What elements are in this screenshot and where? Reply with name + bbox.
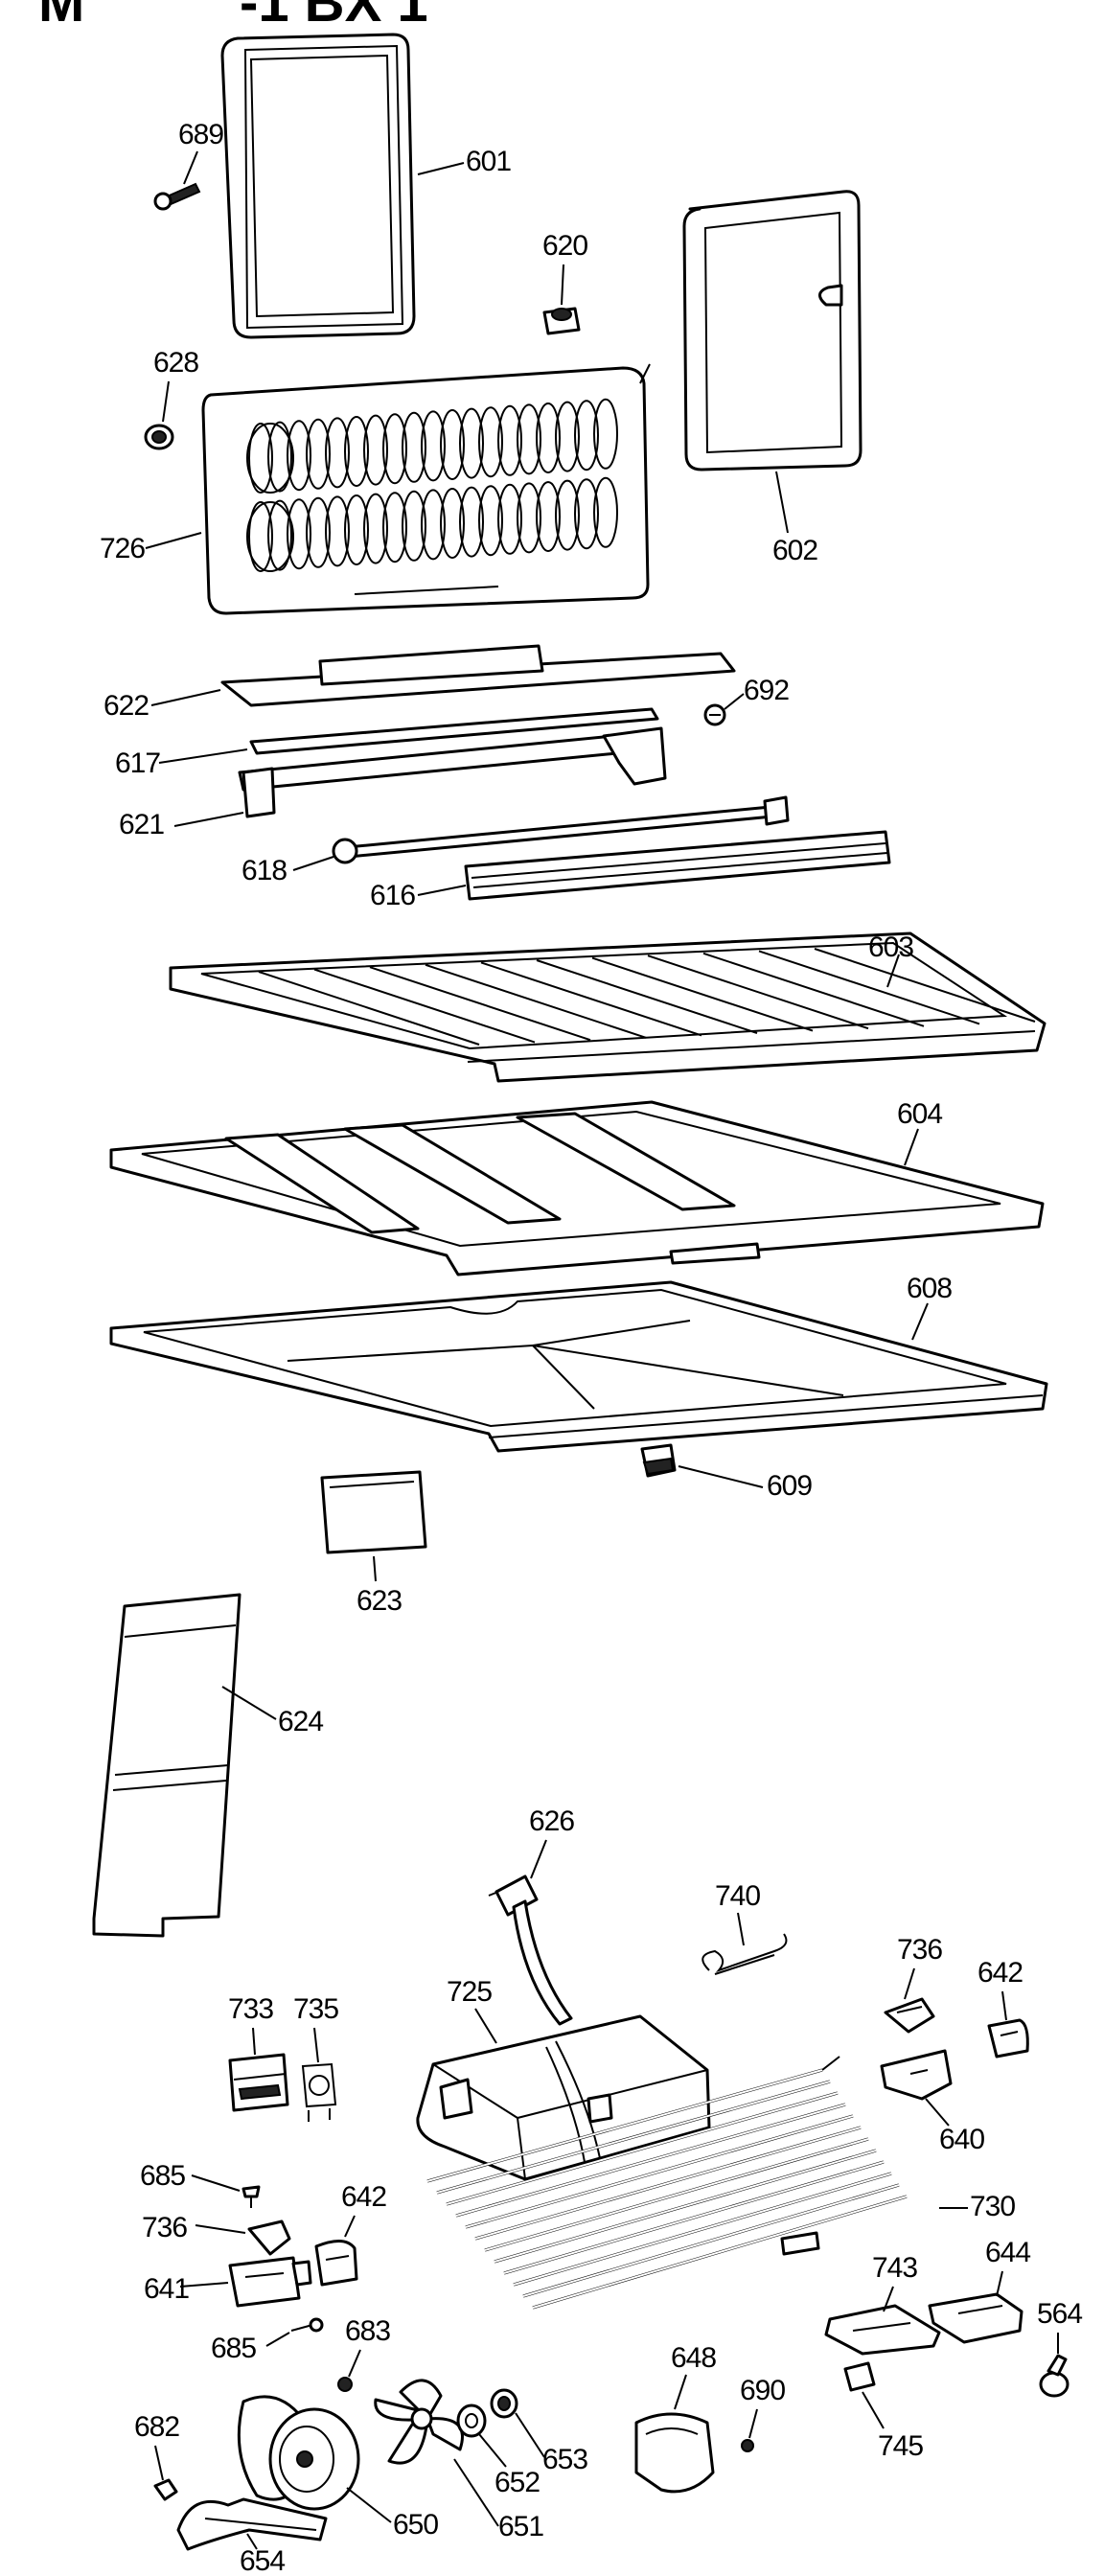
- part-644-bracket: [928, 2292, 1024, 2344]
- label-623: 623: [356, 1585, 402, 1617]
- label-654: 654: [240, 2545, 285, 2576]
- part-745-clip: [843, 2361, 876, 2392]
- part-622-tray: [220, 644, 736, 707]
- label-743: 743: [872, 2252, 917, 2284]
- label-618: 618: [242, 855, 287, 886]
- part-609-clip: [640, 1443, 677, 1478]
- label-620: 620: [542, 230, 587, 262]
- part-564-screw: [1039, 2354, 1070, 2398]
- label-601: 601: [466, 146, 511, 177]
- label-642b: 642: [341, 2181, 386, 2213]
- label-624: 624: [278, 1706, 323, 1737]
- part-725-compressor: [416, 2014, 711, 2181]
- part-603-shelf: [169, 932, 1046, 1083]
- part-736-bracket-lower: [247, 2220, 291, 2256]
- label-735: 735: [293, 1993, 338, 2025]
- part-654-shroud: [176, 2497, 328, 2551]
- label-740: 740: [715, 1880, 760, 1912]
- part-604-shelf: [109, 1100, 1045, 1276]
- part-682-nut: [153, 2478, 178, 2501]
- part-602-door-panel: [682, 190, 862, 472]
- label-690: 690: [740, 2375, 785, 2406]
- label-683: 683: [345, 2315, 390, 2347]
- label-616: 616: [370, 880, 415, 911]
- label-650: 650: [393, 2509, 438, 2541]
- part-618-rod: [332, 795, 790, 864]
- label-641: 641: [144, 2273, 189, 2305]
- label-648: 648: [671, 2342, 716, 2374]
- label-733: 733: [228, 1993, 273, 2025]
- part-624-panel: [92, 1593, 242, 1938]
- label-628: 628: [153, 347, 198, 379]
- part-685-screw-upper: [242, 2185, 261, 2208]
- part-616-channel: [464, 830, 891, 901]
- label-644: 644: [985, 2237, 1030, 2268]
- label-651: 651: [498, 2511, 543, 2542]
- label-653: 653: [542, 2444, 587, 2475]
- label-617: 617: [115, 748, 160, 779]
- part-652-washer: [456, 2404, 487, 2438]
- part-617-rail: [249, 707, 659, 755]
- label-685a: 685: [140, 2160, 185, 2192]
- part-641-bracket: [228, 2256, 312, 2308]
- part-743-bracket: [824, 2304, 941, 2356]
- label-730: 730: [970, 2191, 1015, 2222]
- part-640-bracket: [880, 2049, 953, 2101]
- part-621-bracket-rail: [238, 726, 667, 818]
- label-603: 603: [868, 932, 913, 963]
- part-683-screw: [337, 2377, 353, 2392]
- part-608-pan: [109, 1280, 1048, 1453]
- part-736-bracket-upper: [884, 1997, 935, 2034]
- part-730-condenser: [426, 2056, 908, 2310]
- label-642a: 642: [978, 1957, 1023, 1989]
- header-model-right: -1 BX 1: [240, 0, 428, 34]
- part-626-probe: [488, 1874, 573, 2026]
- part-650-fan-motor: [237, 2395, 360, 2511]
- part-726-evaporator: [201, 363, 651, 615]
- label-692: 692: [744, 675, 789, 706]
- label-736a: 736: [897, 1934, 942, 1966]
- part-628-plug: [144, 424, 174, 450]
- part-690-screw: [741, 2439, 754, 2452]
- part-623-cover: [320, 1470, 427, 1554]
- part-735-overload: [301, 2062, 337, 2122]
- label-626: 626: [529, 1806, 574, 1837]
- label-609: 609: [767, 1470, 812, 1502]
- label-689: 689: [178, 119, 223, 150]
- label-725: 725: [447, 1976, 492, 2008]
- label-602: 602: [772, 535, 817, 566]
- label-621: 621: [119, 809, 164, 840]
- part-740-spring: [702, 1933, 788, 1975]
- part-601-door-pan: [220, 33, 416, 339]
- header-model-left: M: [38, 0, 84, 34]
- part-685-screw-lower: [290, 2317, 324, 2333]
- part-689-screw: [153, 182, 201, 211]
- label-682: 682: [134, 2411, 179, 2443]
- label-745: 745: [878, 2430, 923, 2462]
- label-652: 652: [494, 2467, 540, 2498]
- label-604: 604: [897, 1098, 942, 1130]
- label-564: 564: [1037, 2298, 1082, 2330]
- part-651-fan-blade: [374, 2379, 464, 2465]
- label-608: 608: [907, 1273, 952, 1304]
- part-648-cover: [634, 2412, 715, 2494]
- part-642-cover-upper: [987, 2018, 1029, 2058]
- part-642-cover-lower: [314, 2240, 358, 2287]
- label-726: 726: [100, 533, 145, 564]
- part-653-nut: [490, 2388, 518, 2419]
- label-640: 640: [939, 2124, 984, 2155]
- label-685b: 685: [211, 2333, 256, 2364]
- label-736b: 736: [142, 2212, 187, 2243]
- label-622: 622: [104, 690, 149, 722]
- part-692-screw: [703, 703, 726, 726]
- part-733-relay: [228, 2053, 289, 2112]
- part-620-knob: [542, 307, 581, 335]
